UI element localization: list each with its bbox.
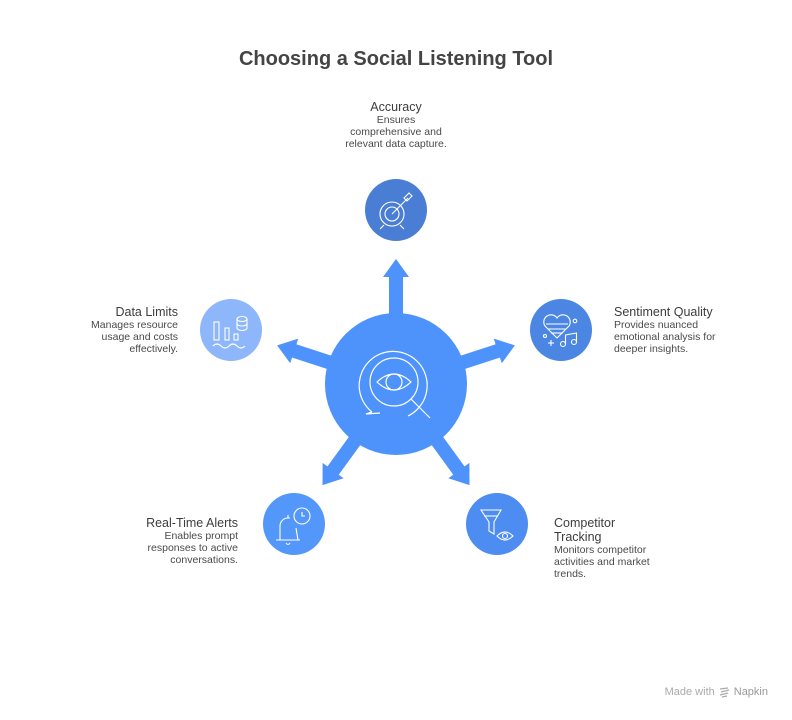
sentiment-desc-1: Provides nuanced (614, 319, 699, 331)
arrow-down-left (430, 434, 470, 486)
napkin-brand: Napkin (733, 686, 768, 698)
competitor-desc-3: trends. (554, 568, 587, 580)
limits-title: Data Limits (115, 305, 178, 319)
alerts-title: Real-Time Alerts (146, 516, 238, 530)
competitor-title-1: Competitor (554, 516, 616, 530)
alerts-label: Real-Time Alerts Enables prompt response… (98, 516, 238, 566)
target-arrow-icon (379, 192, 413, 230)
competitor-label: Competitor Tracking Monitors competitor … (554, 516, 694, 580)
alerts-desc-2: responses to active (147, 542, 238, 554)
arrow-up (383, 259, 409, 316)
arrows (277, 259, 515, 486)
accuracy-desc-2: comprehensive and (350, 126, 442, 138)
limits-node[interactable] (200, 299, 262, 361)
arrow-right (277, 338, 334, 370)
alerts-desc-1: Enables prompt (164, 530, 238, 542)
sentiment-node[interactable] (530, 299, 592, 361)
funnel-eye-icon (479, 509, 514, 541)
competitor-desc-2: activities and market (554, 556, 650, 568)
competitor-node[interactable] (466, 493, 528, 555)
arrow-left (458, 338, 515, 370)
made-with-text: Made with (664, 686, 715, 698)
alerts-desc-3: conversations. (170, 554, 238, 566)
sentiment-title: Sentiment Quality (614, 305, 713, 319)
accuracy-desc-1: Ensures (376, 114, 416, 126)
competitor-desc-1: Monitors competitor (554, 544, 647, 556)
limits-desc-1: Manages resource (91, 319, 178, 331)
accuracy-desc-3: relevant data capture. (345, 138, 447, 150)
sentiment-desc-2: emotional analysis for (614, 331, 716, 343)
alerts-node[interactable] (263, 493, 325, 555)
limits-desc-3: effectively. (129, 343, 178, 355)
limits-label: Data Limits Manages resource usage and c… (38, 305, 178, 355)
center-hub (325, 313, 467, 455)
arrow-down-right (322, 434, 362, 486)
accuracy-label: Accuracy Ensures comprehensive and relev… (326, 100, 466, 150)
page-title: Choosing a Social Listening Tool (238, 48, 554, 70)
bars-database-icon (212, 315, 248, 349)
sentiment-label: Sentiment Quality Provides nuanced emoti… (614, 305, 754, 355)
napkin-logo-icon (719, 686, 729, 698)
bell-clock-icon (276, 507, 311, 546)
limits-desc-2: usage and costs (101, 331, 178, 343)
eye-magnifier-chat-icon (358, 350, 431, 419)
heart-music-icon (542, 314, 578, 348)
made-with-napkin[interactable]: Made with Napkin (665, 686, 768, 698)
competitor-title-2: Tracking (554, 530, 602, 544)
accuracy-title: Accuracy (370, 100, 422, 114)
sentiment-desc-3: deeper insights. (614, 343, 689, 355)
